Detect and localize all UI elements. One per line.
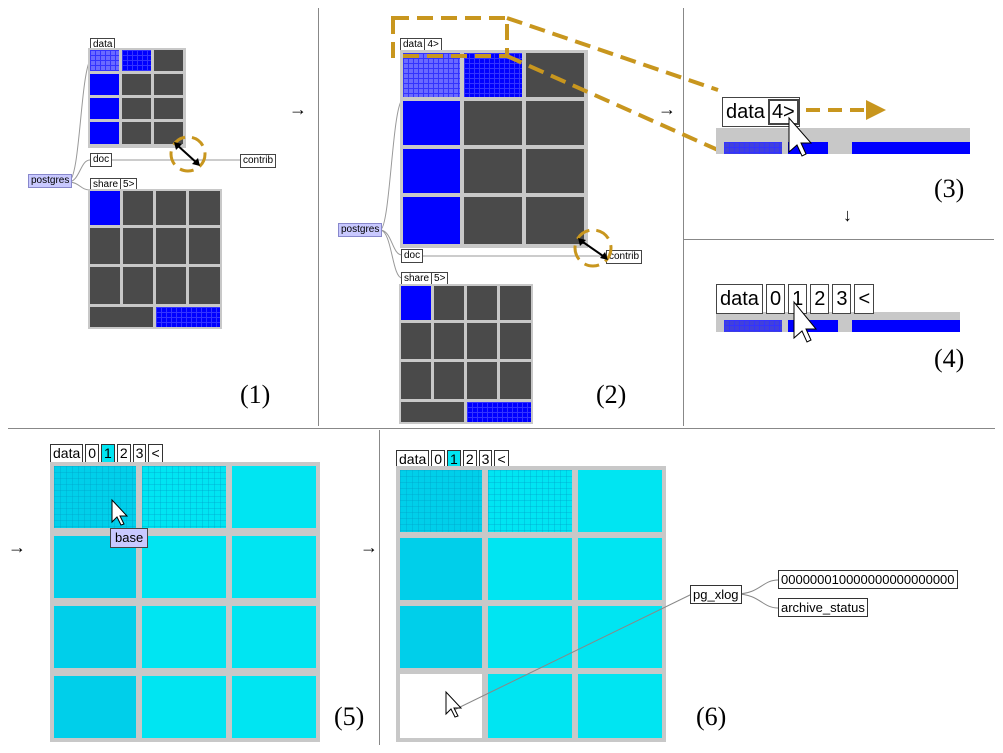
share-treemap-1[interactable] — [88, 189, 222, 329]
arrow-down-3: ↓ — [843, 205, 852, 225]
divider-h-main — [8, 428, 995, 429]
share-label-2: share — [404, 273, 430, 284]
data-treemap-6[interactable] — [396, 466, 666, 742]
share-treemap-2[interactable] — [399, 284, 533, 424]
data-label-5[interactable]: data — [50, 444, 84, 463]
page-2-tab-4[interactable]: 2 — [810, 284, 830, 314]
arrow-right-6: → — [360, 537, 378, 557]
data-treemap-1[interactable] — [88, 48, 186, 148]
archive-status-node[interactable]: archive_status — [778, 598, 868, 617]
arrow-right-2: → — [658, 99, 676, 119]
page-1-tab-6[interactable]: 1 — [447, 450, 461, 469]
xlog-file-node[interactable]: 000000010000000000000000 — [778, 570, 958, 589]
doc-node-label[interactable]: doc — [90, 153, 113, 167]
page-tabs-5: data 0 1 2 3 < — [50, 444, 163, 463]
page-1-tab-5[interactable]: 1 — [101, 444, 115, 463]
data-label-3: data — [726, 101, 765, 123]
page-0-tab-4[interactable]: 0 — [765, 284, 786, 314]
postgres-node[interactable]: postgres — [28, 174, 73, 188]
step-label-6: (6) — [696, 702, 727, 731]
page-3-tab-4[interactable]: 3 — [832, 284, 852, 314]
tooltip-base: base — [110, 528, 149, 548]
share-more[interactable]: 5> — [120, 179, 137, 190]
postgres-node-2[interactable]: postgres — [338, 223, 383, 237]
arrow-right-1: → — [289, 99, 307, 119]
divider-v1 — [318, 8, 319, 426]
share-label: share — [93, 179, 119, 190]
step-label-5: (5) — [334, 702, 365, 731]
contrib-node-label[interactable]: contrib — [240, 154, 277, 168]
divider-v3 — [379, 430, 380, 745]
step-label-3: (3) — [934, 174, 965, 203]
share-more-2[interactable]: 5> — [431, 273, 448, 284]
collapse-tab-4[interactable]: < — [854, 284, 875, 314]
step-label-4: (4) — [934, 344, 965, 373]
step-label-2: (2) — [596, 380, 627, 409]
data-label-2: data — [403, 39, 423, 50]
doc-node-label-2[interactable]: doc — [401, 249, 424, 263]
pg-xlog-node[interactable]: pg_xlog — [690, 585, 742, 604]
data-treemap-5[interactable] — [50, 462, 320, 742]
step-label-1: (1) — [240, 380, 271, 409]
page-tabs-6: data 0 1 2 3 < — [396, 450, 509, 469]
data-treemap-2[interactable] — [400, 50, 588, 248]
page-tabs-4: data 0 1 2 3 < — [716, 284, 875, 314]
arrow-right-5: → — [8, 537, 26, 557]
data-label-6[interactable]: data — [396, 450, 430, 469]
divider-v2 — [683, 8, 684, 426]
data-more-2[interactable]: 4> — [424, 39, 441, 50]
data-label-4[interactable]: data — [716, 284, 763, 314]
divider-h-right — [684, 239, 994, 240]
